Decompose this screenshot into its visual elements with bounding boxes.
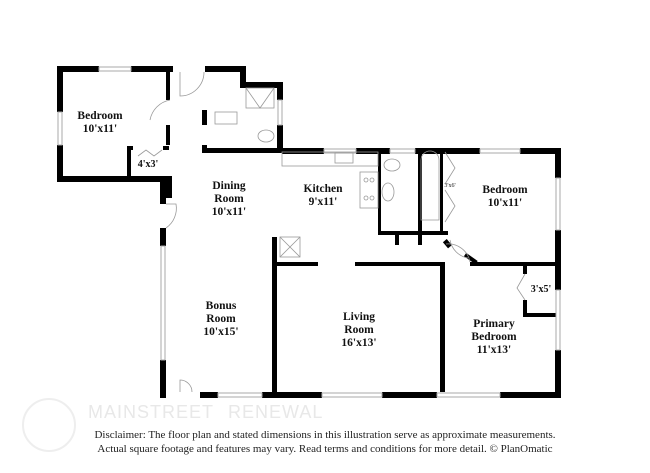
room-label-closet-3: 3'x5': [530, 284, 552, 295]
watermark-line1: MAINSTREET: [88, 402, 215, 422]
fixtures: [137, 71, 526, 393]
walls: [57, 66, 561, 398]
watermark-logo: [22, 398, 76, 452]
disclaimer: Disclaimer: The floor plan and stated di…: [0, 428, 650, 456]
watermark-line2: RENEWAL: [228, 402, 324, 422]
windows: [57, 66, 561, 398]
room-label-closet-1: 4'x3': [137, 159, 159, 170]
room-label-closet-2: 3'x6': [444, 183, 456, 189]
disclaimer-line2: Actual square footage and features may v…: [97, 443, 553, 455]
disclaimer-line1: Disclaimer: The floor plan and stated di…: [94, 429, 556, 441]
